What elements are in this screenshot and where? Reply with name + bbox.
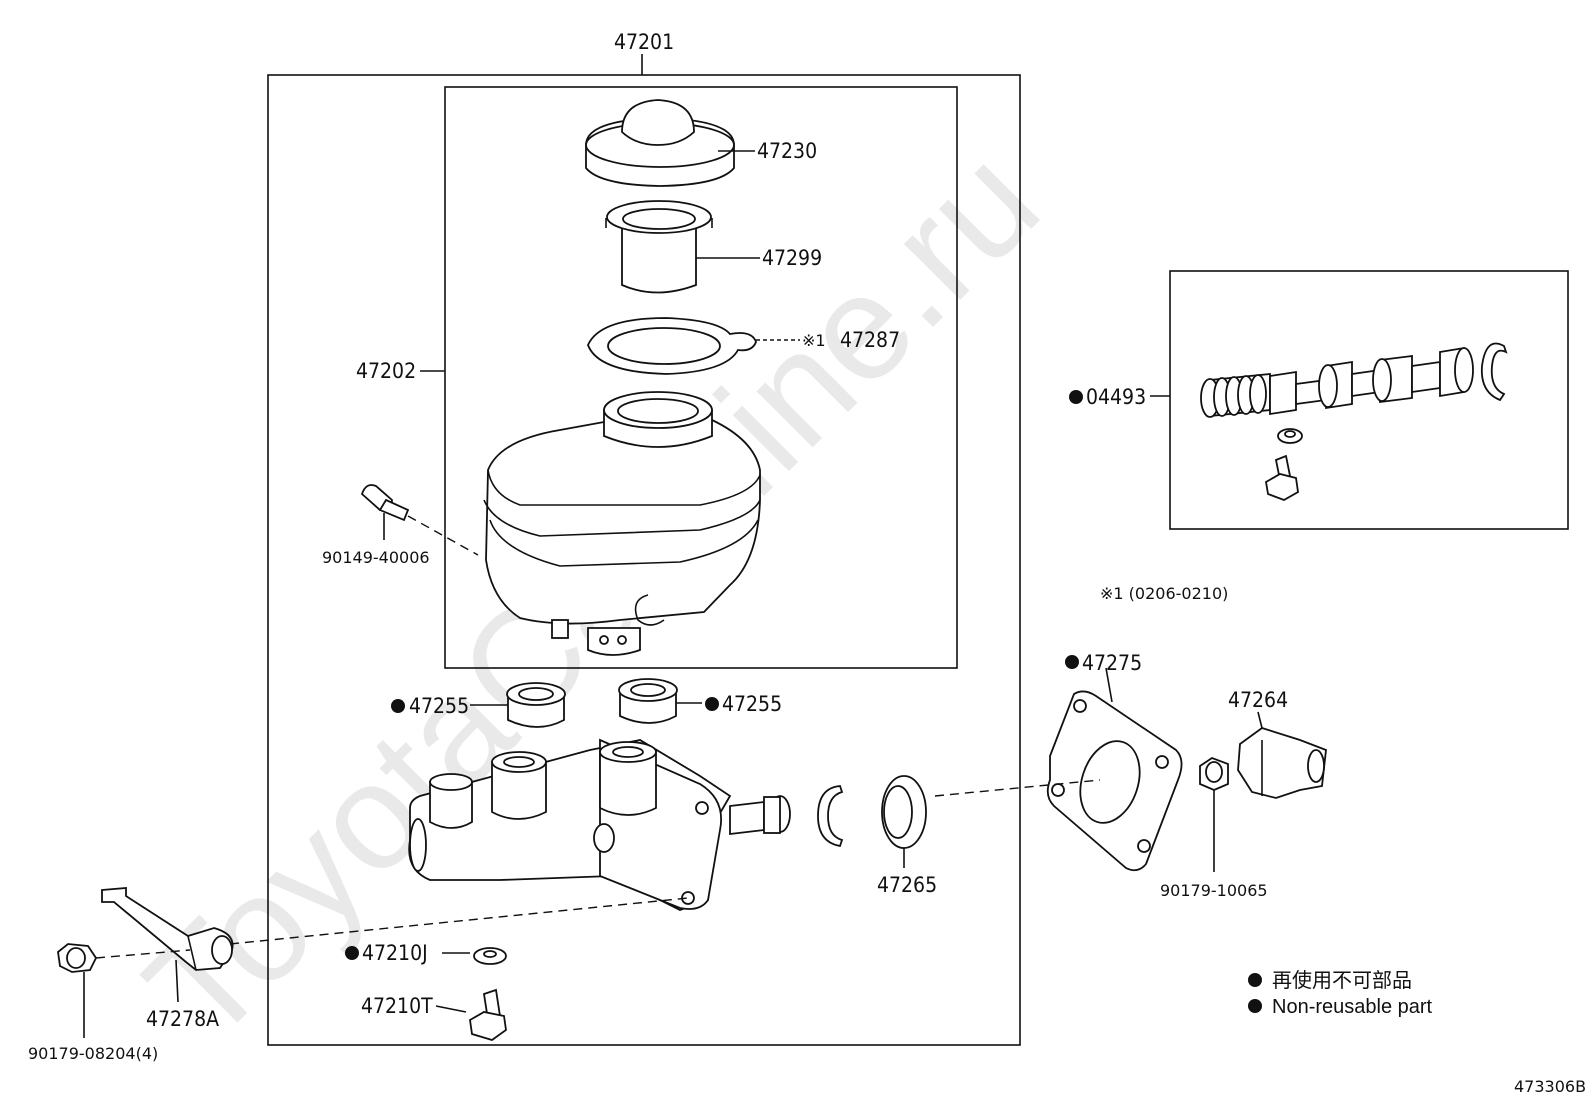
label-gasket-note: ※1 [802,331,826,350]
strainer [605,200,713,294]
kit-frame [1169,270,1569,530]
reservoir-cap [585,99,735,187]
gasket-plate [1046,690,1183,872]
label-47255-left: 47255 [409,694,469,718]
label-47230: 47230 [757,139,817,163]
label-90179-08204: 90179-08204(4) [28,1044,158,1063]
reservoir-frame [444,86,958,669]
piston-kit [1200,342,1508,501]
bracket-47264 [1237,727,1327,799]
diagram-id: 473306B [1514,1077,1586,1096]
reservoir-gasket [587,317,757,375]
legend-dot-icon [1248,999,1262,1013]
nonreusable-dot-icon [705,697,719,711]
legend-dot-icon [1248,973,1262,987]
label-47210T: 47210T [361,994,433,1018]
label-47299: 47299 [762,246,822,270]
label-47287: 47287 [840,328,900,352]
label-47202: 47202 [356,359,416,383]
label-47275: 47275 [1082,651,1142,675]
boot-47265 [881,775,927,849]
screw [360,484,410,522]
master-cylinder-body [408,738,791,911]
footnote: ※1 (0206-0210) [1100,584,1228,603]
label-47265: 47265 [877,873,937,897]
label-47264: 47264 [1228,688,1288,712]
nonreusable-dot-icon [1065,655,1079,669]
legend-jp: 再使用不可部品 [1272,969,1412,992]
label-47255-right: 47255 [722,692,782,716]
label-47201: 47201 [614,30,674,54]
bolt [469,988,507,1041]
grommet-left [506,682,566,728]
label-90149-40006: 90149-40006 [322,548,430,567]
washer [473,947,507,965]
grommet-right [618,678,678,724]
legend-en: Non-reusable part [1272,996,1433,1018]
label-90179-10065: 90179-10065 [1160,881,1268,900]
label-47210J: 47210J [362,941,428,965]
reservoir-tank [483,391,761,656]
label-47278A: 47278A [146,1007,219,1031]
assembly-frame [267,74,1021,1046]
nonreusable-dot-icon [391,699,405,713]
label-04493: 04493 [1086,385,1146,409]
nut-left [57,943,98,973]
nut-right [1199,756,1229,791]
snap-ring [817,785,844,848]
nonreusable-dot-icon [1069,390,1083,404]
stay-bracket [101,887,234,971]
nonreusable-dot-icon [345,946,359,960]
